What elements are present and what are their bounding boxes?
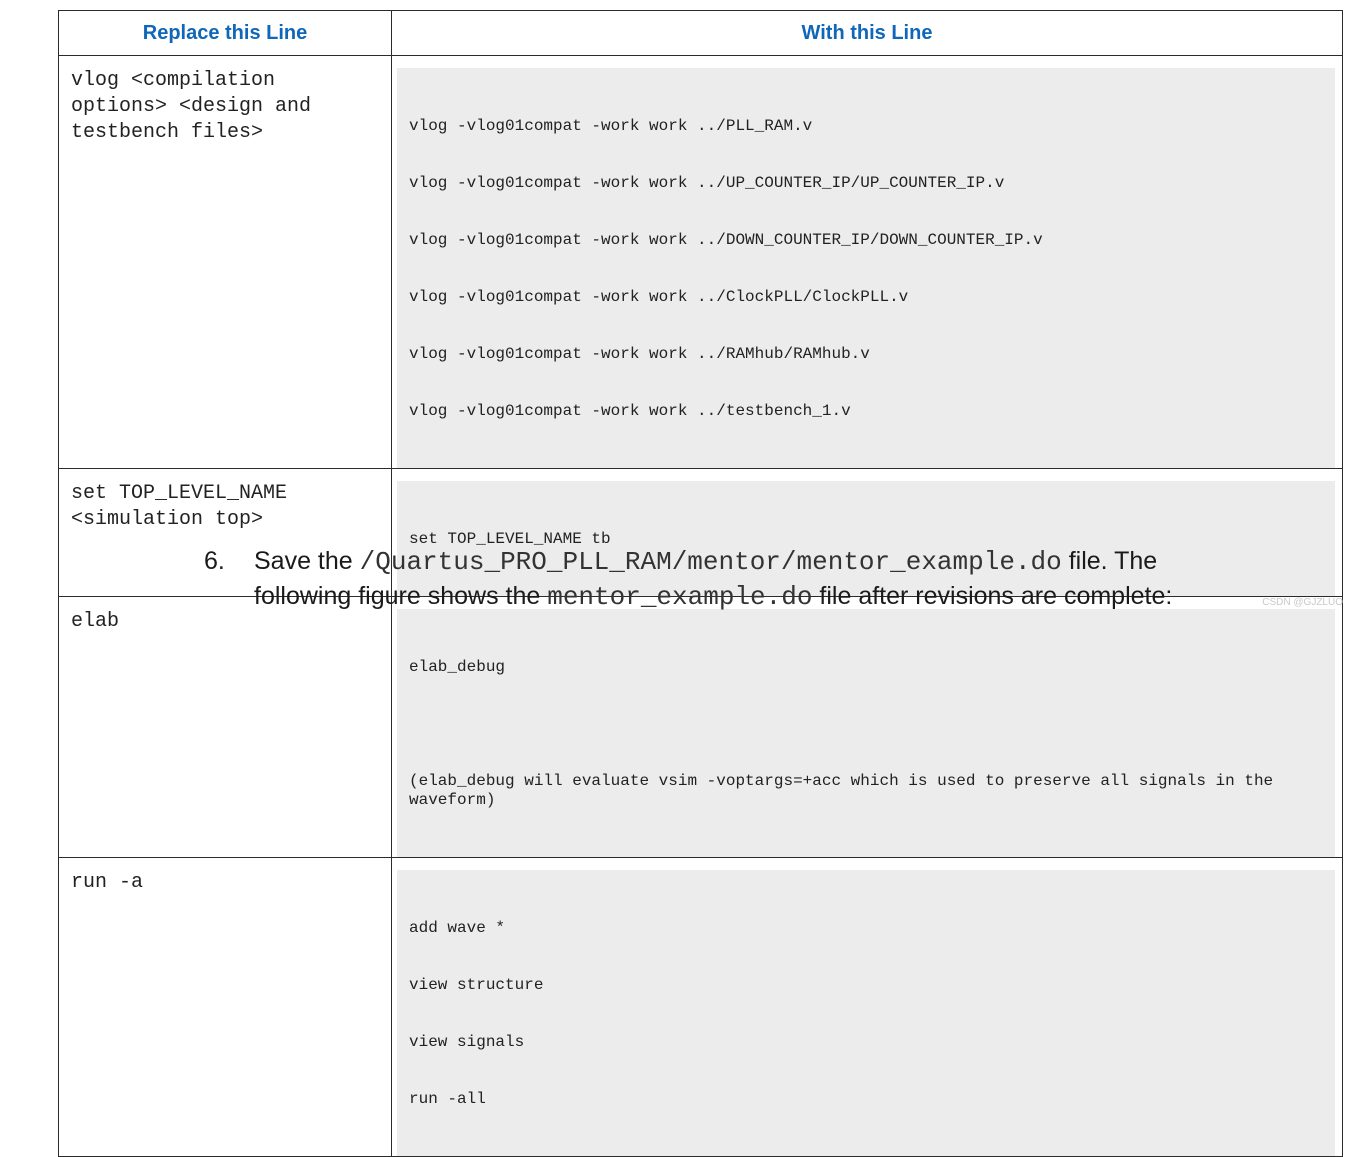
- with-cell: add wave * view structure view signals r…: [391, 857, 1343, 1157]
- replace-line: set TOP_LEVEL_NAME: [71, 482, 288, 505]
- code-note: (elab_debug will evaluate vsim -voptargs…: [409, 772, 1283, 809]
- step-line-1: Save the /Quartus_PRO_PLL_RAM/mentor/men…: [254, 544, 1359, 579]
- with-cell: elab_debug (elab_debug will evaluate vsi…: [391, 596, 1343, 858]
- step-text-part: file. The: [1061, 547, 1158, 575]
- replace-line: vlog <compilation: [71, 69, 276, 92]
- code-line: elab_debug: [409, 658, 506, 676]
- code-line: add wave *: [409, 919, 506, 937]
- table-row: elab elab_debug (elab_debug will evaluat…: [58, 596, 1343, 858]
- step-line-2: following figure shows the mentor_exampl…: [254, 579, 1359, 614]
- replace-cell: elab: [58, 596, 392, 858]
- step-text-part: file after revisions are complete:: [812, 582, 1173, 610]
- code-line: run -all: [409, 1090, 486, 1108]
- watermark: CSDN @GJZLUO: [1262, 597, 1343, 608]
- with-cell: vlog -vlog01compat -work work ../PLL_RAM…: [391, 55, 1343, 469]
- replace-line: <simulation top>: [71, 508, 264, 531]
- replace-line: options> <design and: [71, 95, 312, 118]
- code-line: vlog -vlog01compat -work work ../UP_COUN…: [409, 174, 1005, 192]
- replace-line: run -a: [71, 871, 144, 894]
- code-line: set TOP_LEVEL_NAME tb: [409, 530, 611, 548]
- code-block: vlog -vlog01compat -work work ../PLL_RAM…: [397, 68, 1335, 468]
- file-path: /Quartus_PRO_PLL_RAM/mentor/mentor_examp…: [359, 547, 1062, 577]
- code-line: vlog -vlog01compat -work work ../DOWN_CO…: [409, 231, 1043, 249]
- code-block: set TOP_LEVEL_NAME tb: [397, 481, 1335, 596]
- header-with: With this Line: [391, 10, 1343, 56]
- code-line: view signals: [409, 1033, 525, 1051]
- code-line: vlog -vlog01compat -work work ../ClockPL…: [409, 288, 909, 306]
- table-row: set TOP_LEVEL_NAME <simulation top> set …: [58, 468, 1343, 597]
- code-line: view structure: [409, 976, 544, 994]
- replace-cell: set TOP_LEVEL_NAME <simulation top>: [58, 468, 392, 597]
- code-line: vlog -vlog01compat -work work ../RAMhub/…: [409, 345, 870, 363]
- file-name: mentor_example.do: [547, 582, 813, 612]
- code-line: vlog -vlog01compat -work work ../PLL_RAM…: [409, 117, 813, 135]
- step-number: 6.: [204, 547, 225, 575]
- header-replace: Replace this Line: [58, 10, 392, 56]
- step-text-part: Save the: [254, 547, 360, 575]
- replace-line: testbench files>: [71, 121, 264, 144]
- replace-cell: vlog <compilation options> <design and t…: [58, 55, 392, 469]
- step-text: Save the /Quartus_PRO_PLL_RAM/mentor/men…: [254, 544, 1359, 614]
- replace-cell: run -a: [58, 857, 392, 1157]
- step-text-part: following figure shows the: [254, 582, 548, 610]
- table-row: vlog <compilation options> <design and t…: [58, 55, 1343, 469]
- table-row: run -a add wave * view structure view si…: [58, 857, 1343, 1157]
- with-cell: set TOP_LEVEL_NAME tb: [391, 468, 1343, 597]
- code-block: elab_debug (elab_debug will evaluate vsi…: [397, 609, 1335, 857]
- code-line: vlog -vlog01compat -work work ../testben…: [409, 402, 851, 420]
- code-block: add wave * view structure view signals r…: [397, 870, 1335, 1156]
- table-header-row: Replace this Line With this Line: [58, 10, 1343, 56]
